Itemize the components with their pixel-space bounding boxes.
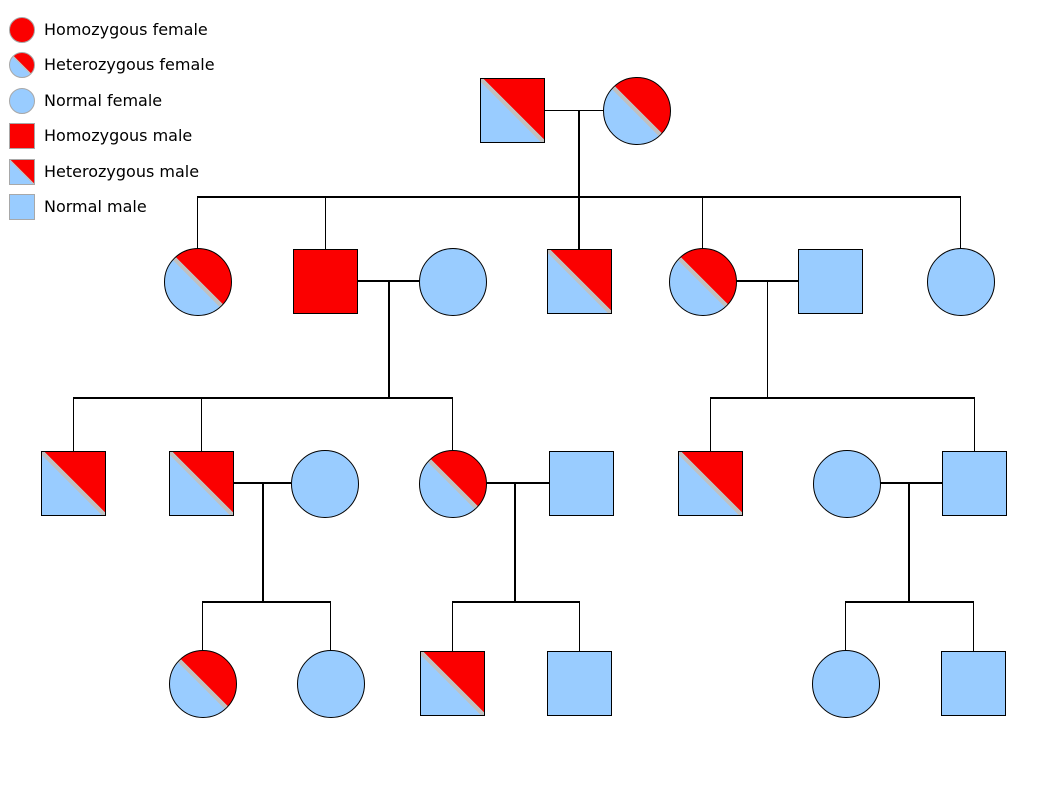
heterozygous-female-icon — [9, 51, 35, 78]
pedigree-node-III-5 — [549, 451, 614, 516]
pedigree-node-IV-2 — [296, 649, 365, 718]
vertical-connector-line — [972, 601, 975, 653]
homozygous-female-icon — [9, 16, 35, 43]
vertical-connector-line — [201, 601, 204, 653]
vertical-connector-line — [200, 397, 203, 453]
heterozygous-male-icon — [9, 158, 35, 185]
pedigree-node-II-2 — [293, 249, 358, 314]
pedigree-node-III-4 — [418, 449, 487, 518]
pedigree-node-II-6 — [797, 249, 863, 314]
legend-item: Homozygous male — [9, 122, 192, 149]
legend-item: Heterozygous male — [9, 158, 199, 185]
vertical-connector-line — [766, 280, 769, 399]
pedigree-node-II-3 — [418, 247, 487, 316]
pedigree-node-III-3 — [290, 449, 359, 518]
vertical-connector-line — [451, 601, 454, 654]
pedigree-node-III-7 — [812, 449, 881, 518]
pedigree-node-III-2 — [169, 451, 234, 516]
pedigree-node-IV-1 — [168, 649, 237, 718]
vertical-connector-line — [578, 196, 580, 252]
legend-label: Heterozygous female — [44, 55, 215, 74]
vertical-connector-line — [72, 397, 75, 453]
horizontal-connector-line — [879, 482, 943, 484]
vertical-connector-line — [324, 196, 327, 252]
vertical-connector-line — [262, 482, 264, 603]
vertical-connector-line — [959, 196, 962, 251]
pedigree-node-III-1 — [41, 451, 106, 516]
vertical-connector-line — [388, 280, 390, 399]
normal-female-icon — [9, 87, 35, 114]
pedigree-node-IV-3 — [420, 651, 485, 716]
vertical-connector-line — [514, 482, 516, 603]
horizontal-connector-line — [544, 109, 604, 112]
horizontal-connector-line — [844, 601, 975, 603]
legend-label: Homozygous male — [44, 126, 193, 145]
legend-item: Normal female — [9, 87, 162, 114]
pedigree-node-II-1 — [163, 247, 232, 316]
pedigree-node-I-2 — [603, 76, 671, 145]
vertical-connector-line — [973, 397, 976, 453]
legend-label: Heterozygous male — [44, 162, 200, 181]
horizontal-connector-line — [485, 482, 550, 484]
pedigree-node-III-8 — [942, 451, 1007, 516]
pedigree-node-II-4 — [546, 249, 612, 314]
vertical-connector-line — [451, 397, 454, 452]
horizontal-connector-line — [72, 397, 454, 399]
legend-item: Homozygous female — [9, 16, 208, 43]
horizontal-connector-line — [709, 397, 976, 399]
pedigree-node-IV-5 — [811, 649, 880, 718]
pedigree-node-II-5 — [668, 247, 737, 316]
vertical-connector-line — [578, 601, 581, 654]
pedigree-node-I-1 — [480, 78, 545, 143]
homozygous-male-icon — [9, 122, 35, 149]
pedigree-node-IV-4 — [547, 651, 612, 716]
legend-label: Normal female — [44, 91, 163, 110]
legend: Homozygous female Heterozygous female No… — [0, 0, 300, 230]
legend-label: Normal male — [44, 197, 147, 216]
vertical-connector-line — [844, 601, 847, 653]
pedigree-node-IV-6 — [941, 651, 1006, 716]
vertical-connector-line — [196, 196, 199, 251]
vertical-connector-line — [908, 482, 910, 603]
normal-male-icon — [9, 193, 35, 220]
horizontal-connector-line — [201, 601, 332, 603]
pedigree-node-II-7 — [926, 247, 995, 316]
legend-item: Normal male — [9, 193, 147, 220]
vertical-connector-line — [701, 196, 704, 251]
pedigree-node-III-6 — [678, 451, 743, 516]
vertical-connector-line — [329, 601, 332, 653]
legend-item: Heterozygous female — [9, 51, 215, 78]
legend-label: Homozygous female — [44, 20, 208, 39]
vertical-connector-line — [709, 397, 712, 453]
vertical-connector-line — [578, 109, 580, 198]
horizontal-connector-line — [451, 601, 581, 603]
